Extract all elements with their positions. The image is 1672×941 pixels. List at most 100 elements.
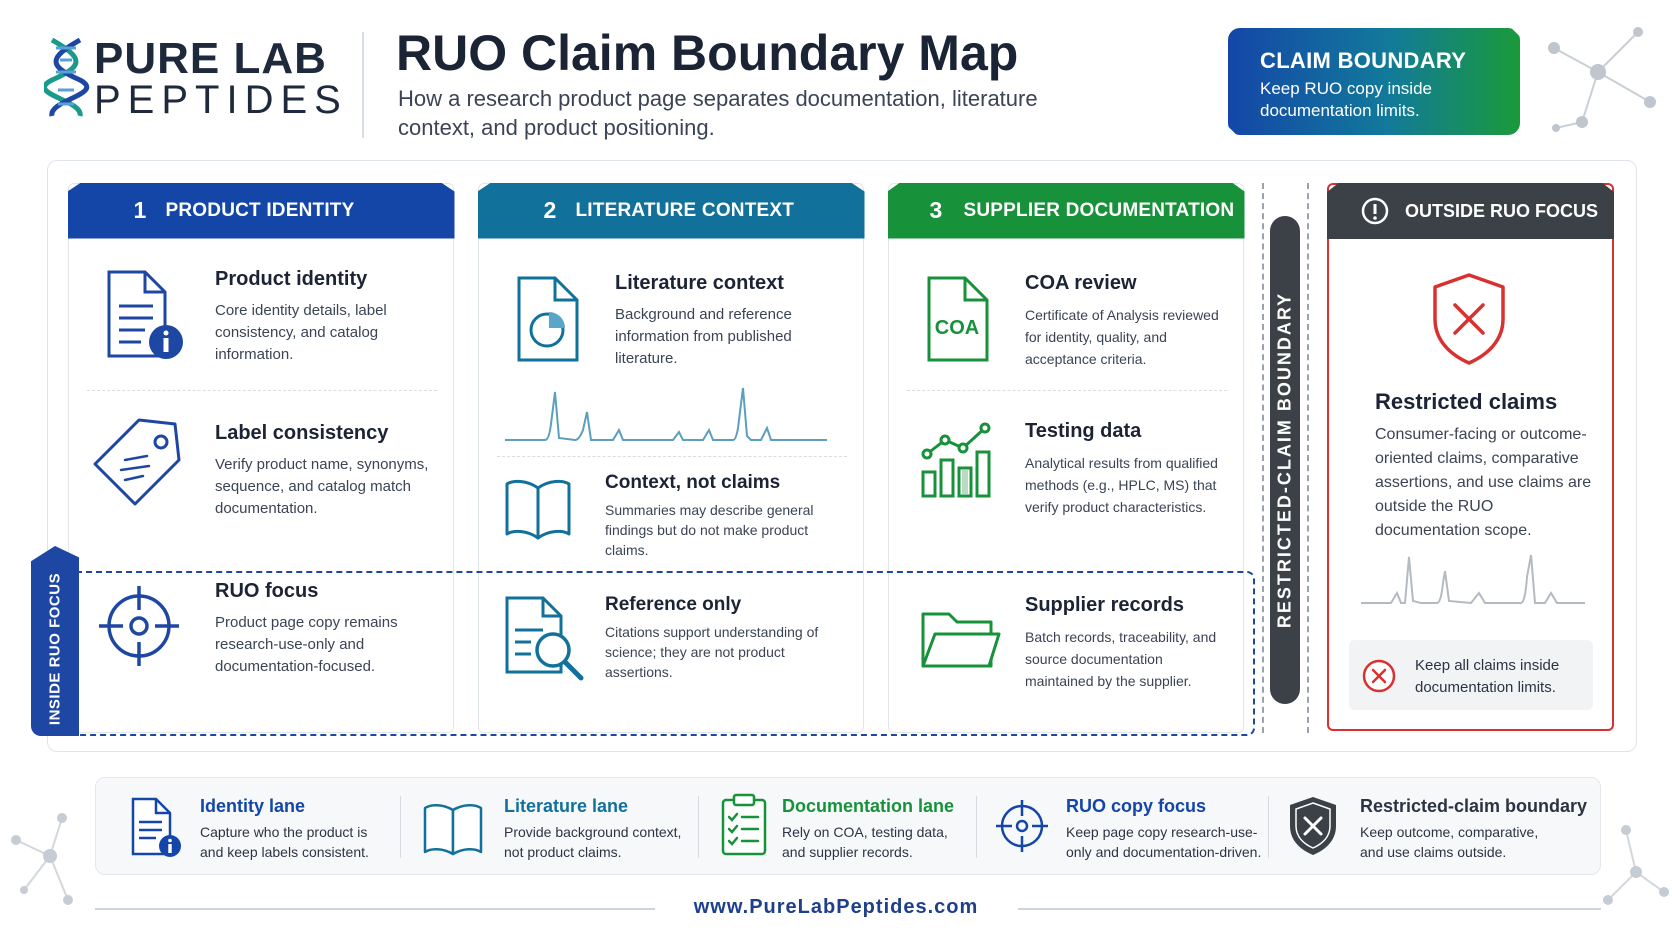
legend-description: Keep outcome, comparative, and use claim… xyxy=(1360,822,1538,862)
item-title: COA review xyxy=(1025,272,1137,294)
legend-description-line-2: only and documentation-driven. xyxy=(1066,844,1262,860)
item-divider xyxy=(87,390,437,391)
page-subtitle: How a research product page separates do… xyxy=(398,86,1038,140)
legend-divider xyxy=(698,796,699,858)
legend-description-line-2: and use claims outside. xyxy=(1360,844,1507,860)
item-title: RUO focus xyxy=(215,580,319,602)
item-title: Supplier records xyxy=(1025,594,1184,616)
boundary-dash-line xyxy=(1262,183,1264,733)
inside-ruo-focus-label: INSIDE RUO FOCUS xyxy=(46,572,64,725)
legend-description-line-2: and supplier records. xyxy=(782,844,913,860)
legend-identity-lane: Identity lane Capture who the product is… xyxy=(130,778,392,876)
inside-ruo-focus-tab: INSIDE RUO FOCUS xyxy=(31,546,79,736)
chromatogram-decoration-icon xyxy=(1361,554,1585,605)
column-supplier-documentation: 3 SUPPLIER DOCUMENTATION COA COA review … xyxy=(887,182,1245,733)
legend-divider xyxy=(976,796,977,858)
target-icon xyxy=(99,586,179,666)
item-description: Core identity details, label consistency… xyxy=(215,302,387,363)
chromatogram-decoration-icon xyxy=(505,387,827,442)
item-description: Background and reference information fro… xyxy=(615,306,792,367)
column-1-number: 1 xyxy=(133,197,147,223)
target-icon xyxy=(996,800,1048,852)
item-description: Product page copy remains research-use-o… xyxy=(215,614,398,675)
column-2-header: 2 LITERATURE CONTEXT xyxy=(477,182,865,239)
restricted-claim-boundary: RESTRICTED-CLAIM BOUNDARY xyxy=(1270,216,1300,704)
item-title: Reference only xyxy=(605,594,742,615)
item-divider xyxy=(497,456,847,457)
item-title: Product identity xyxy=(215,268,368,290)
open-book-icon xyxy=(423,804,483,856)
column-3-header: 3 SUPPLIER DOCUMENTATION xyxy=(887,182,1245,239)
dna-helix-icon xyxy=(44,38,90,117)
legend-description-line-1: Provide background context, xyxy=(504,824,682,840)
header-divider xyxy=(362,32,364,138)
outside-note-text: Keep all claims inside documentation lim… xyxy=(1415,657,1560,696)
item-description: Certificate of Analysis reviewed for ide… xyxy=(1025,307,1219,367)
column-1-label: PRODUCT IDENTITY xyxy=(165,199,355,221)
legend-description-line-2: and keep labels consistent. xyxy=(200,844,369,860)
folder-icon xyxy=(921,612,1001,668)
legend-title: RUO copy focus xyxy=(1066,796,1207,816)
footer-url-link[interactable]: www.PureLabPeptides.com xyxy=(693,896,979,918)
item-divider xyxy=(907,390,1227,391)
shield-x-icon xyxy=(1290,797,1336,855)
molecule-decoration-icon xyxy=(11,813,73,905)
outside-title: Restricted claims xyxy=(1375,389,1558,414)
column-2-number: 2 xyxy=(543,197,557,223)
clipboard-checklist-icon xyxy=(721,793,767,856)
alert-circle-icon xyxy=(1361,197,1389,225)
bar-chart-icon xyxy=(921,422,991,498)
legend-title: Literature lane xyxy=(504,796,629,816)
molecule-decoration-icon xyxy=(1603,825,1669,905)
column-literature-context: 2 LITERATURE CONTEXT Literature context … xyxy=(477,182,865,733)
lane-legend: Identity lane Capture who the product is… xyxy=(95,777,1601,875)
badge-text: Keep RUO copy inside documentation limit… xyxy=(1260,79,1432,120)
outside-note: Keep all claims inside documentation lim… xyxy=(1349,640,1593,710)
legend-divider xyxy=(400,796,401,858)
document-info-icon xyxy=(131,797,181,857)
legend-description: Keep page copy research-use- only and do… xyxy=(1066,822,1261,862)
outside-label: OUTSIDE RUO FOCUS xyxy=(1405,200,1599,221)
item-description: Summaries may describe general findings … xyxy=(605,502,814,558)
page-title: RUO Claim Boundary Map xyxy=(396,25,1019,81)
outside-header: OUTSIDE RUO FOCUS xyxy=(1327,183,1614,239)
legend-title: Documentation lane xyxy=(782,796,955,816)
tag-icon xyxy=(93,418,181,506)
column-3-number: 3 xyxy=(929,197,943,223)
legend-ruo-copy-focus: RUO copy focus Keep page copy research-u… xyxy=(994,778,1264,876)
column-2-label: LITERATURE CONTEXT xyxy=(575,199,795,221)
legend-description-line-2: not product claims. xyxy=(504,844,622,860)
document-info-icon xyxy=(107,270,183,359)
item-title: Context, not claims xyxy=(605,472,781,493)
legend-description: Capture who the product is and keep labe… xyxy=(200,822,369,862)
column-3-label: SUPPLIER DOCUMENTATION xyxy=(963,199,1235,221)
document-search-icon xyxy=(505,596,584,681)
legend-restricted-claim-boundary: Restricted-claim boundary Keep outcome, … xyxy=(1286,778,1588,876)
outside-description: Consumer-facing or outcome-oriented clai… xyxy=(1375,426,1592,539)
boundary-label: RESTRICTED-CLAIM BOUNDARY xyxy=(1274,291,1295,629)
boundary-dash-line xyxy=(1307,183,1309,733)
coa-icon-text: COA xyxy=(935,317,979,339)
legend-description: Provide background context, not product … xyxy=(504,822,681,862)
shield-x-icon xyxy=(1433,273,1505,365)
badge-title: CLAIM BOUNDARY xyxy=(1260,48,1467,73)
x-circle-icon xyxy=(1362,659,1396,693)
footer-line-right xyxy=(1018,908,1601,910)
claim-boundary-badge: CLAIM BOUNDARY Keep RUO copy inside docu… xyxy=(1228,28,1520,135)
legend-title: Restricted-claim boundary xyxy=(1360,796,1588,816)
column-product-identity: 1 PRODUCT IDENTITY Product identity Core… xyxy=(67,182,455,733)
item-title: Literature context xyxy=(615,272,784,294)
footer-line-left xyxy=(95,908,655,910)
brand-line-1: PURE LAB xyxy=(94,34,327,83)
legend-description-line-1: Keep outcome, comparative, xyxy=(1360,824,1539,840)
legend-description-line-1: Capture who the product is xyxy=(200,824,368,840)
brand-logo: PURE LAB PEPTIDES xyxy=(44,34,341,122)
legend-documentation-lane: Documentation lane Rely on COA, testing … xyxy=(720,778,970,876)
legend-literature-lane: Literature lane Provide background conte… xyxy=(422,778,702,876)
legend-description-line-1: Rely on COA, testing data, xyxy=(782,824,948,840)
column-1-header: 1 PRODUCT IDENTITY xyxy=(67,182,455,239)
item-description: Verify product name, synonyms, sequence,… xyxy=(215,456,429,517)
open-book-icon xyxy=(505,479,571,540)
item-description: Analytical results from qualified method… xyxy=(1025,455,1218,515)
document-chart-icon xyxy=(517,276,579,362)
